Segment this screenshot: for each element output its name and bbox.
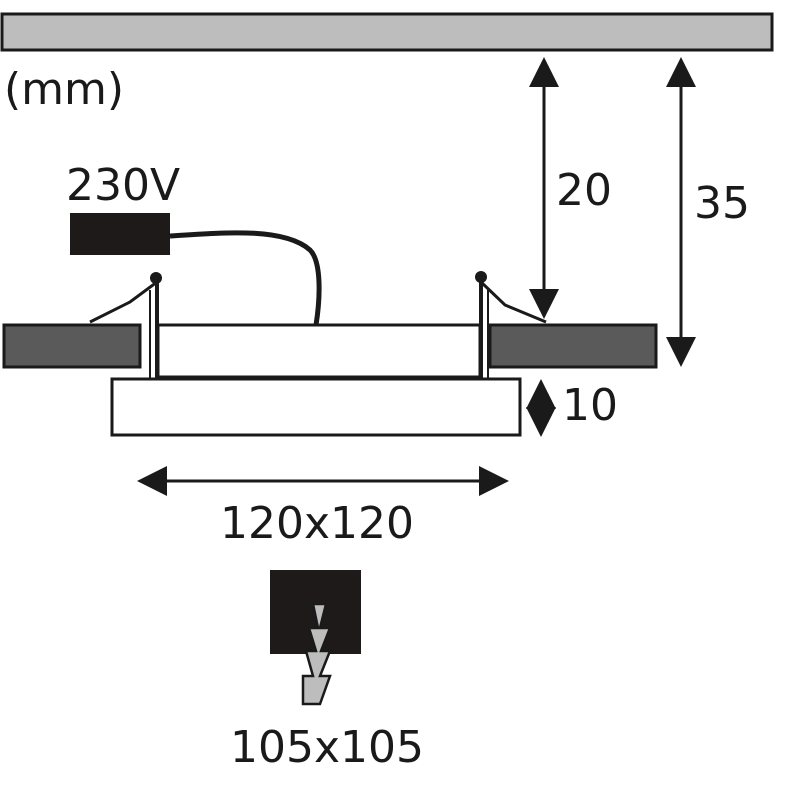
light-housing [156,323,482,379]
unit-label: (mm) [4,64,124,115]
power-cable [169,230,322,326]
driver-box [70,213,170,255]
dim-label-cutout-size: 105x105 [230,722,424,773]
spring-clip-right [475,271,547,378]
light-panel [110,377,522,437]
dim-label-panel-size: 120x120 [220,498,414,549]
cutout-drill-icon [270,570,361,706]
dim-label-recess-depth: 20 [556,165,612,216]
ceiling-board-left [2,323,142,369]
voltage-label: 230V [66,160,180,211]
ceiling-board-right [488,323,658,369]
dim-label-panel-thickness: 10 [562,380,618,431]
dim-label-total-depth: 35 [694,178,750,229]
spring-clip-left [89,272,162,378]
ceiling-bar [0,12,774,52]
